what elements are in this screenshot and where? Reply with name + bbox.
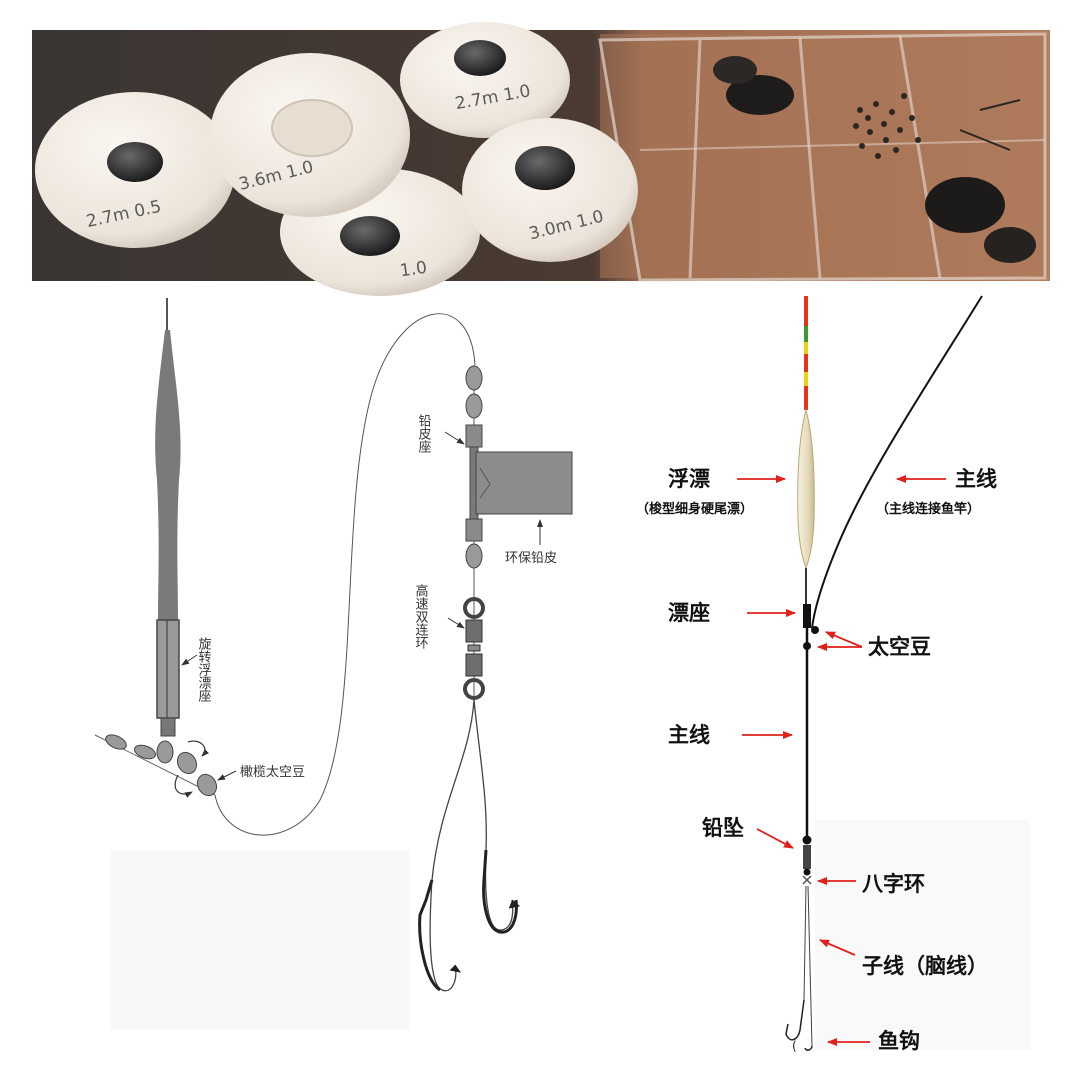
spool-2: 3.6m 1.0	[210, 53, 410, 217]
olive-space-beans	[94, 734, 218, 798]
float-label: 浮漂	[668, 467, 710, 491]
split-shot-pile	[853, 93, 921, 159]
right-rig-diagram: ( 浮漂 （梭型细身硬尾漂） 主线 （主线连接鱼竿） 漂座 太空豆 主线 铅坠 …	[636, 295, 1030, 1053]
sinker-bead	[802, 835, 812, 845]
leader-label: 子线（脑线）	[862, 954, 988, 978]
lead-seat-label: 铅皮座	[416, 414, 432, 454]
lead-sheet	[475, 451, 573, 515]
leader-and-hooks: (	[785, 885, 813, 1053]
float-seat	[803, 604, 811, 628]
space-bean-label: 太空豆	[868, 635, 931, 659]
swivel-label-right: 八字环	[862, 872, 925, 896]
space-bean-2	[803, 642, 811, 650]
main-line-curve	[214, 313, 476, 836]
float-body	[797, 408, 815, 570]
space-bean-1	[811, 626, 819, 634]
double-swivel	[463, 597, 485, 700]
main-line-label: 主线	[955, 467, 997, 491]
spool-4: 3.0m 1.0	[462, 118, 638, 262]
hook-label: 鱼钩	[878, 1029, 920, 1053]
beans-label: 橄榄太空豆	[240, 764, 305, 780]
rod-main-line	[811, 295, 983, 629]
rotating-float	[155, 298, 181, 737]
spool-5-label: 1.0	[399, 258, 429, 282]
spool-box-photo: 2.7m 0.5 1.0 3.6m 1.0 2.7m 1.0 3	[32, 22, 1050, 296]
swivel	[802, 875, 812, 885]
main-line-label-2: 主线	[668, 723, 710, 747]
spool-1: 2.7m 0.5	[35, 92, 235, 248]
sinker	[803, 845, 811, 869]
float-tip	[804, 296, 808, 410]
lead-sheet-label: 环保铅皮	[505, 551, 557, 566]
float-seat-label: 旋转浮漂座	[196, 637, 212, 703]
lead-seat-assembly	[465, 365, 573, 700]
spool-2-label: 3.6m 1.0	[237, 157, 316, 195]
left-rig-diagram: 铅皮座 环保铅皮 高速双连环 旋转浮漂座 橄榄太空豆	[94, 298, 573, 1030]
tackle-box	[598, 32, 1048, 282]
float-note: （梭型细身硬尾漂）	[636, 501, 753, 517]
spool-3: 2.7m 1.0	[400, 22, 570, 138]
swivel-label: 高速双连环	[413, 583, 429, 649]
main-line-note: （主线连接鱼竿）	[876, 501, 980, 517]
svg-text:(: (	[792, 1039, 797, 1053]
sinker-label: 铅坠	[702, 816, 744, 840]
double-hooks	[418, 699, 521, 992]
float-seat-label: 漂座	[668, 601, 710, 625]
